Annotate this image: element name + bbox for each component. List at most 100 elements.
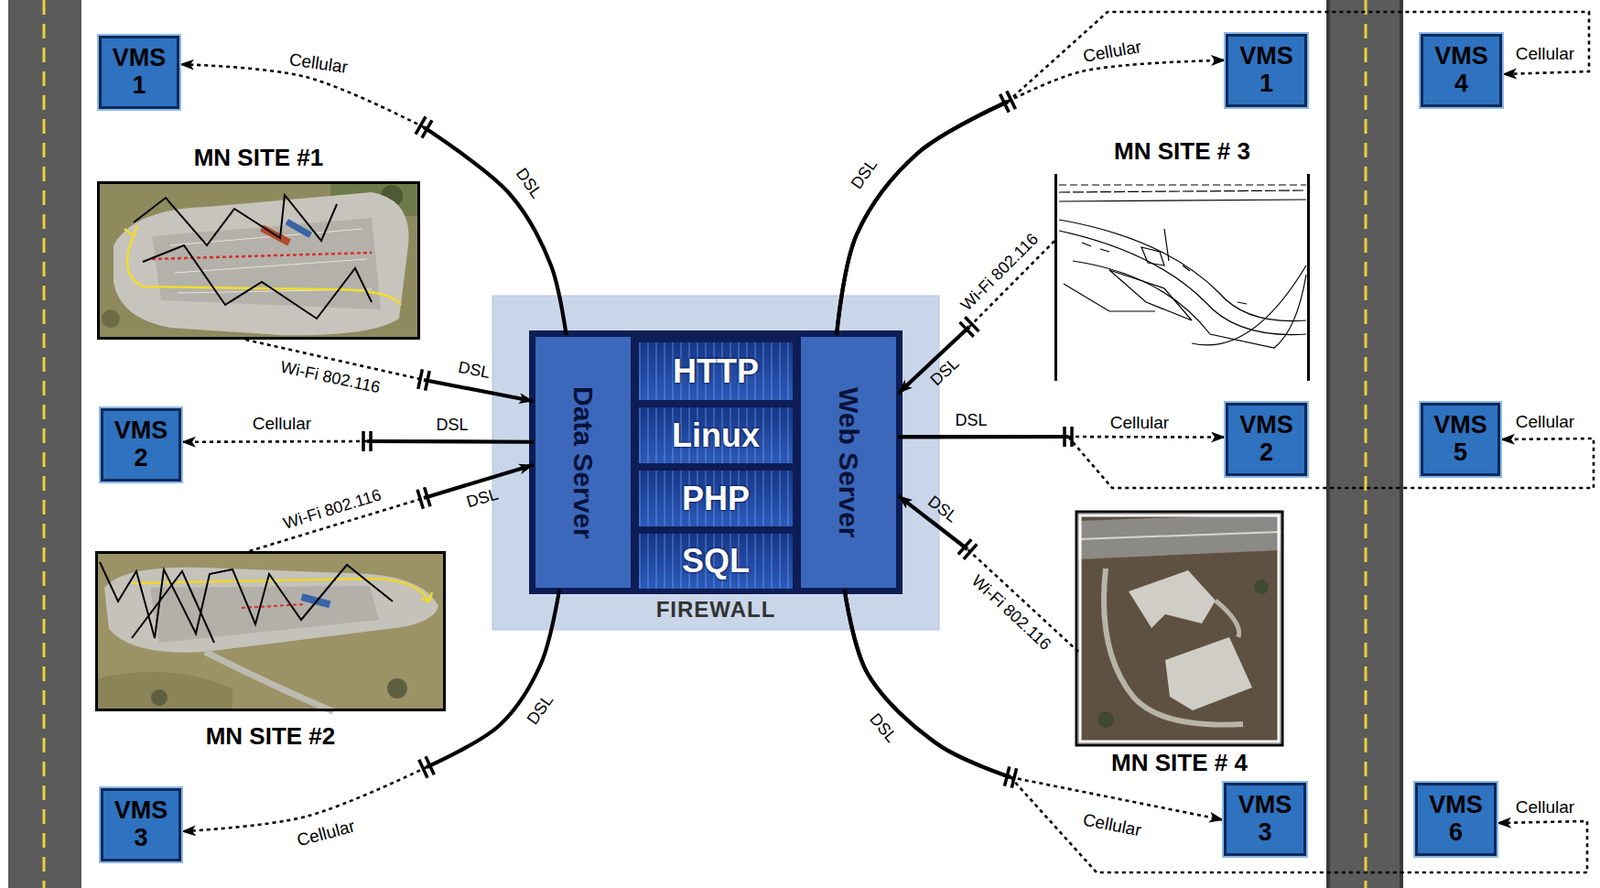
node-text: HTTP: [672, 352, 759, 391]
site-aerial-photo: [1078, 513, 1281, 560]
site-line-drawing: [1059, 199, 1307, 202]
site-aerial-photo: [98, 183, 420, 339]
medium-label: DSL: [524, 691, 557, 727]
site-line-drawing: [1054, 173, 1310, 381]
link-connector: [844, 589, 1588, 873]
link-connector: [897, 436, 1226, 439]
site-aerial-photo: [300, 593, 331, 608]
node-text: VMS 6: [1428, 791, 1483, 846]
link-label: Wi-Fi 802.116: [281, 486, 383, 532]
link-connector: [181, 441, 534, 444]
site-aerial-photo: [1076, 511, 1283, 746]
link-connector: [897, 495, 1079, 652]
site-aerial-photo: [1080, 515, 1279, 742]
node-text: Web Server: [832, 387, 865, 539]
link-label: Cellular: [1081, 810, 1144, 840]
vms-sign: VMS 2: [1225, 402, 1308, 476]
site-aerial-photo: [95, 551, 446, 712]
site-aerial-photo: [1165, 637, 1253, 711]
site-aerial-photo: [124, 225, 138, 237]
site-picture: MN SITE # 4: [1078, 513, 1281, 779]
site-line-drawing: [1059, 190, 1307, 193]
node-text: Linux: [671, 416, 760, 455]
node-text: VMS 4: [1434, 43, 1489, 98]
cellular-link: [181, 767, 427, 832]
node-text: PHP: [681, 479, 750, 519]
cellular-link: [967, 549, 1079, 652]
stack-layer: Linux: [637, 406, 794, 465]
site-aerial-photo: [99, 562, 393, 638]
site-picture: MN SITE #1: [97, 141, 421, 340]
site-picture: MN SITE #2: [95, 551, 446, 753]
cellular-link: [1068, 436, 1594, 488]
vms-sign: VMS 3: [100, 788, 182, 862]
highway-road: [1364, 0, 1368, 888]
site-aerial-photo: [151, 217, 381, 310]
node-text: VMS 1: [1239, 43, 1294, 98]
site-picture: MN SITE # 3: [1054, 135, 1310, 381]
cellular-link: [1007, 60, 1226, 102]
medium-label: DSL: [925, 492, 962, 526]
cellular-link: [1068, 435, 1226, 439]
link-label: Wi-Fi 802.116: [968, 572, 1054, 654]
line-break-mark: [419, 759, 428, 779]
highway-road: [1326, 0, 1404, 888]
node-text: VMS 3: [114, 797, 169, 852]
stack-layer: HTTP: [637, 341, 794, 401]
site-line-drawing: [1191, 265, 1307, 346]
site-line-drawing: [1054, 173, 1310, 381]
site-aerial-photo: [1078, 513, 1281, 744]
vms-sign: VMS 5: [1420, 402, 1501, 476]
site-aerial-photo: [1078, 531, 1281, 540]
site-aerial-photo: [1128, 570, 1216, 628]
medium-label: DSL: [435, 416, 468, 433]
dsl-link: [897, 326, 970, 394]
link-connector: [836, 60, 1226, 336]
dsl-link: [423, 127, 567, 336]
medium-label: DSL: [848, 155, 881, 192]
cellular-link: [179, 64, 424, 128]
site-aerial-photo: [95, 671, 233, 712]
node-text: MN SITE #2: [205, 720, 336, 753]
site-aerial-photo: [95, 551, 446, 712]
site-aerial-photo: [142, 245, 372, 319]
site-line-drawing: [1059, 183, 1307, 185]
medium-label: DSL: [927, 354, 963, 389]
link-label: Cellular: [1515, 44, 1575, 63]
firewall-zone: [492, 295, 940, 630]
vms-sign: VMS 2: [100, 408, 182, 482]
dsl-link: [423, 379, 534, 401]
site-aerial-photo: [97, 181, 421, 340]
node-text: VMS 5: [1433, 411, 1488, 466]
highway-road: [8, 0, 82, 888]
node-text: FIREWALL: [492, 596, 940, 623]
dsl-link: [426, 589, 560, 768]
link-connector: [897, 240, 1055, 394]
node-text: VMS 1: [112, 44, 167, 99]
link-connector: [249, 464, 534, 552]
medium-label: DSL: [866, 710, 900, 746]
dsl-link: [897, 434, 1069, 439]
site-line-drawing: [1063, 283, 1156, 312]
site-aerial-photo: [1215, 600, 1240, 638]
node-text: SQL: [681, 541, 750, 581]
site-aerial-photo: [133, 194, 337, 246]
link-label: Cellular: [1515, 412, 1575, 431]
link-label: Wi-Fi 802.116: [957, 229, 1041, 314]
link-label: Cellular: [288, 50, 349, 76]
site-line-drawing: [1059, 184, 1307, 348]
site-aerial-photo: [101, 309, 120, 328]
medium-label: DSL: [464, 486, 501, 511]
medium-label: DSL: [954, 411, 987, 429]
link-label: Cellular: [294, 816, 357, 849]
link-connector: [179, 64, 567, 336]
site-line-drawing: [1141, 247, 1165, 266]
site-line-drawing: [1081, 242, 1247, 304]
line-break-mark: [363, 90, 1072, 788]
site-line-drawing: [1059, 230, 1307, 336]
server-rack: [529, 330, 903, 595]
site-aerial-photo: [387, 678, 408, 699]
firewall-zone: FIREWALLData ServerHTTPLinuxPHPSQLWeb Se…: [492, 295, 940, 630]
site-aerial-photo: [151, 689, 168, 706]
